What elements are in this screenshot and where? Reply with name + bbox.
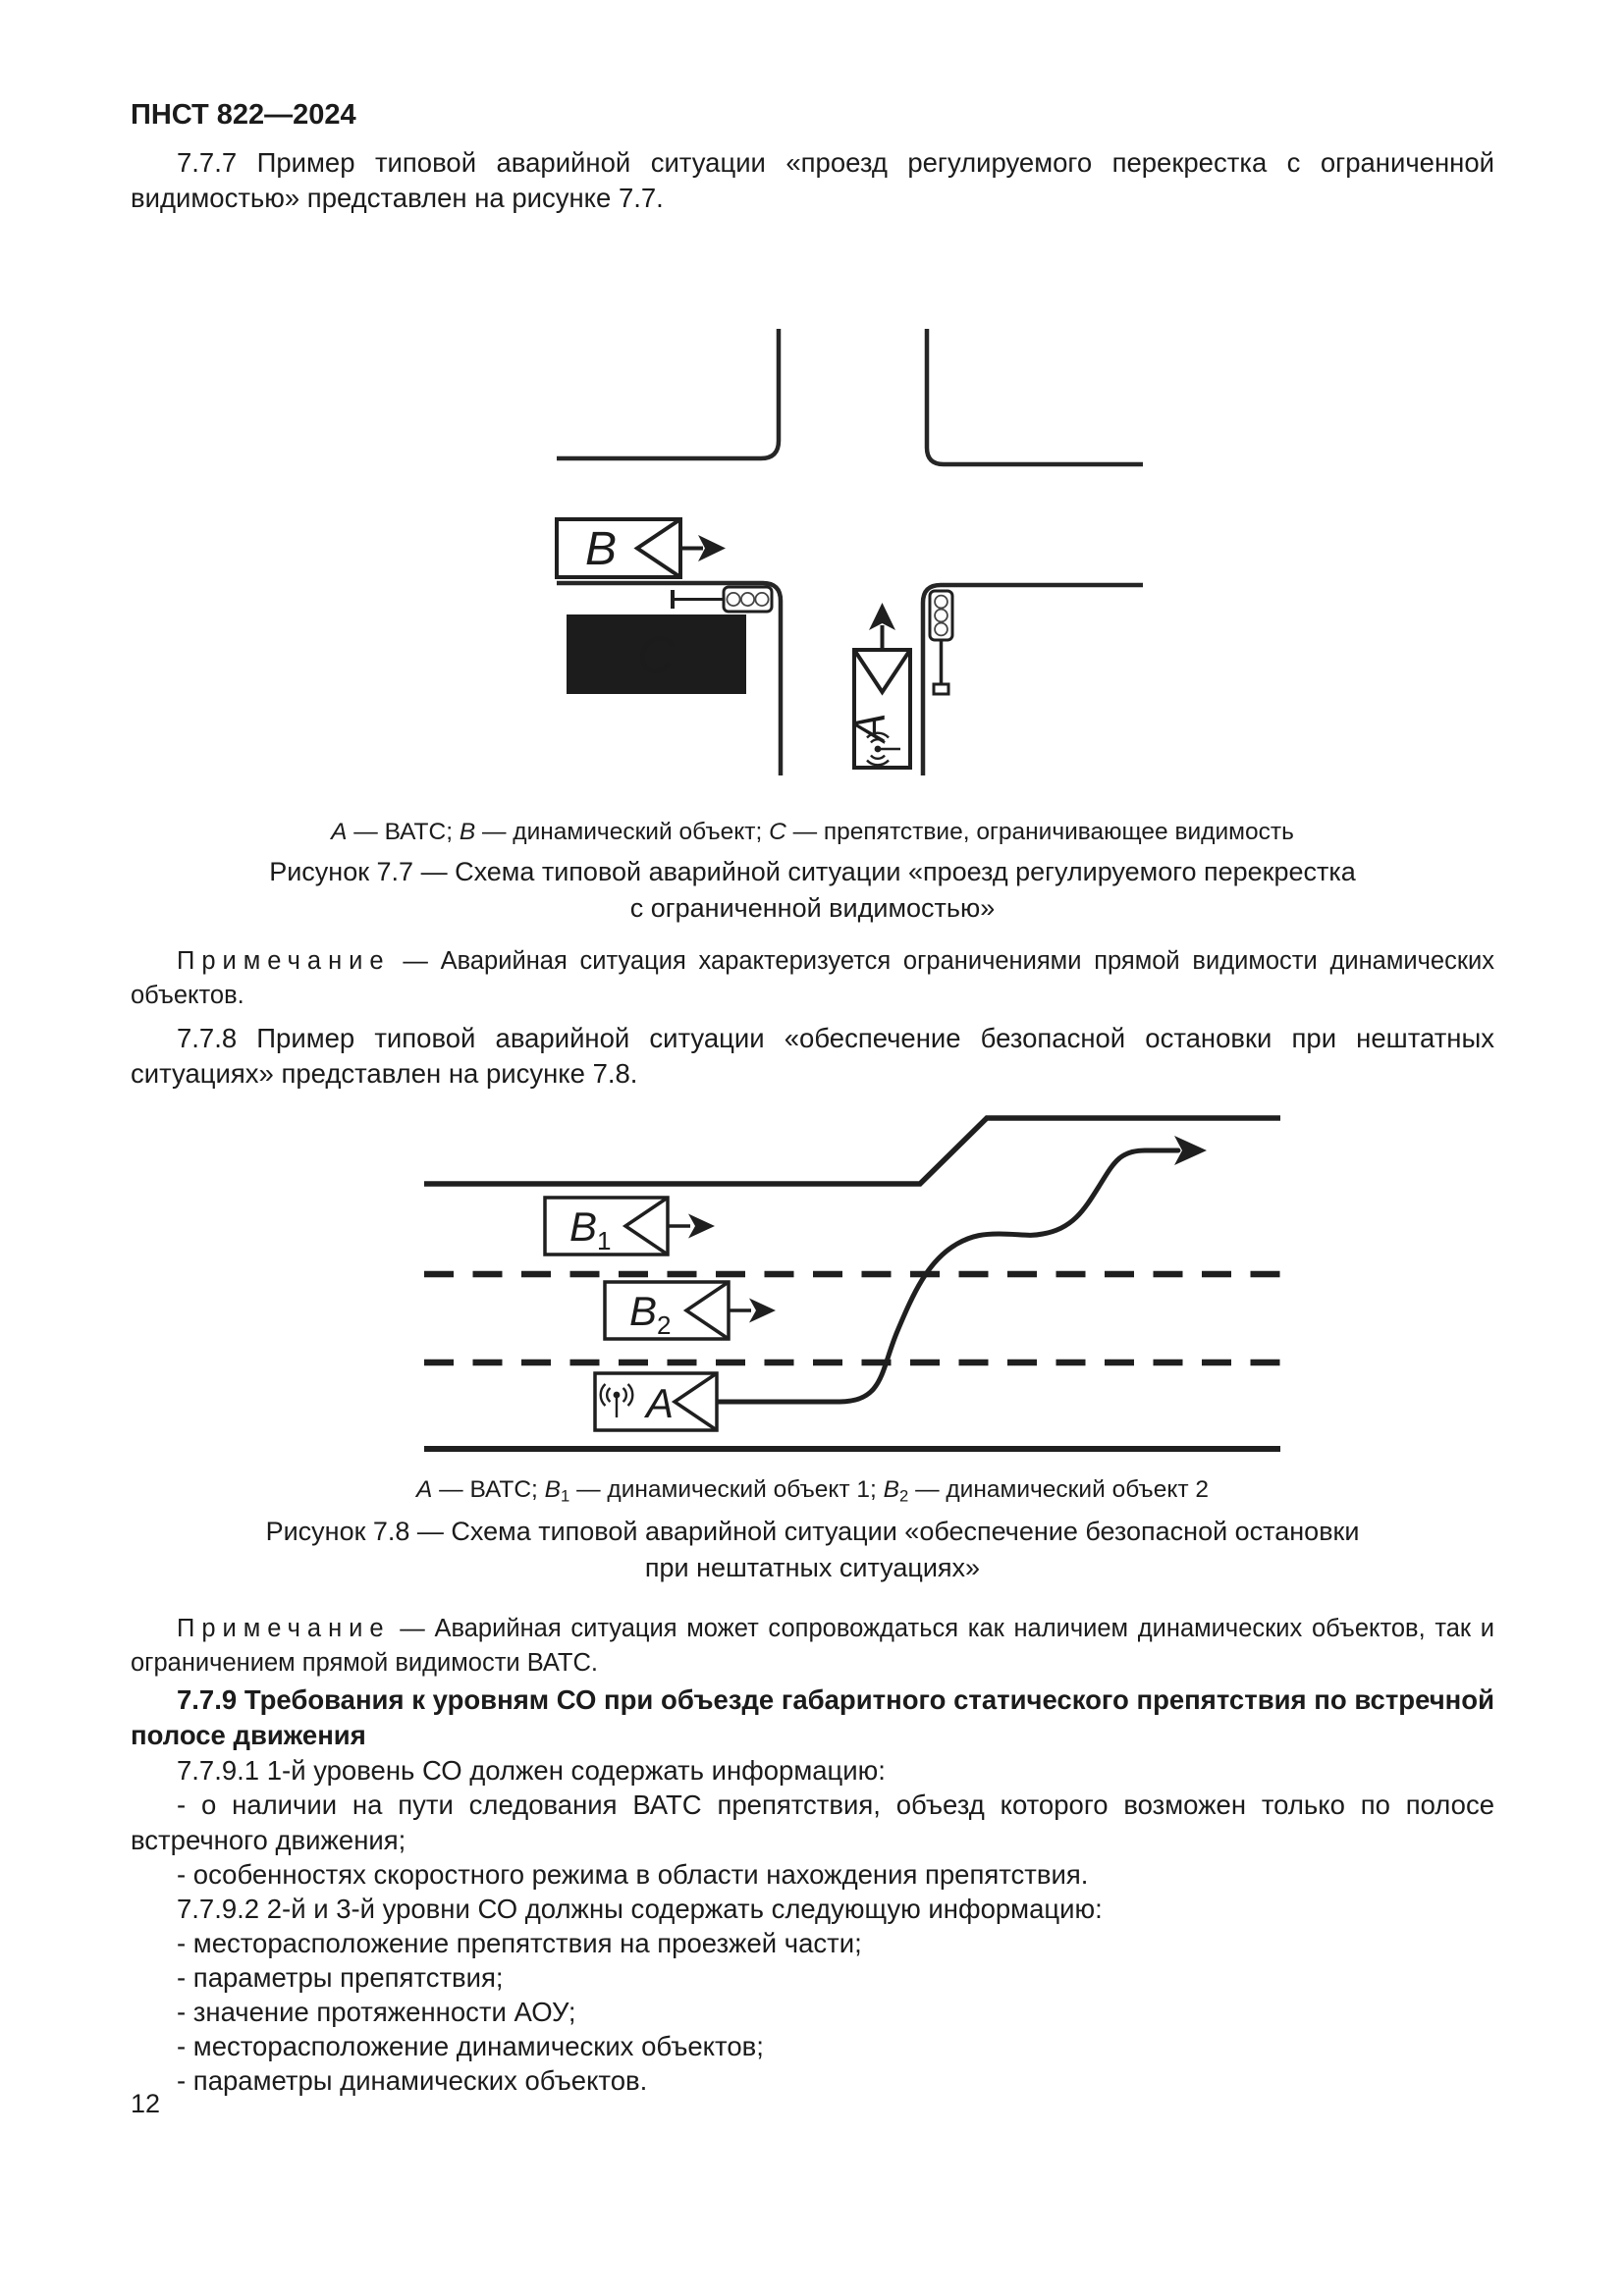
figure-7-7-caption-line2: с ограниченной видимостью» xyxy=(629,893,996,923)
vehicle-a-arrow-head xyxy=(869,603,895,630)
vehicle-a-fig78-label: А xyxy=(643,1380,674,1426)
vehicle-b-arrow-head xyxy=(698,535,726,561)
vehicle-b2-arrow-head xyxy=(749,1298,776,1323)
obstacle-c: С xyxy=(567,614,746,694)
list-item: - параметры препятствия; xyxy=(177,1962,504,1993)
list-item: - параметры динамических объектов. xyxy=(177,2065,648,2096)
list-item: - о наличии на пути следования ВАТС преп… xyxy=(131,1789,1494,1855)
vehicle-b-label: В xyxy=(585,523,617,575)
vehicle-b1-arrow-head xyxy=(688,1213,715,1239)
heading-7-7-9: 7.7.9 Требования к уровням СО при объезд… xyxy=(131,1684,1494,1750)
road-edge-lower-right xyxy=(920,582,1143,775)
paragraph-7-7-7: 7.7.7 Пример типовой аварийной ситуации … xyxy=(131,147,1494,213)
vehicle-b1-label: В1 xyxy=(569,1203,611,1255)
list-item: - месторасположение препятствия на проез… xyxy=(177,1928,862,1958)
traffic-light-south xyxy=(928,589,954,696)
figure-7-8-diagram: В1 В2 А xyxy=(424,1115,1280,1452)
road-boundary-top xyxy=(424,1115,1280,1187)
paragraph-7-7-9-1: 7.7.9.1 1-й уровень СО должен содержать … xyxy=(177,1755,886,1786)
vehicle-a-fig78-chevron xyxy=(671,1371,718,1432)
figure-7-7-caption-line1: Рисунок 7.7 — Схема типовой аварийной си… xyxy=(269,857,1356,886)
list-item: - месторасположение динамических объекто… xyxy=(177,2031,764,2061)
obstacle-c-label: С xyxy=(637,627,675,684)
figure-7-7-legend: А — ВАТС; В — динамический объект; С — п… xyxy=(331,819,1294,845)
vehicle-a-fig78: А xyxy=(593,1371,719,1432)
vehicle-b-chevron xyxy=(633,517,682,579)
road-edge-lower-left xyxy=(557,580,784,775)
vehicle-b2-chevron xyxy=(682,1280,730,1341)
vehicle-b1-chevron xyxy=(622,1196,669,1256)
vehicle-b1: В1 xyxy=(543,1196,715,1256)
road-edge-upper-left xyxy=(557,329,782,461)
note-1: Примечание — Аварийная ситуация характер… xyxy=(131,947,1494,1009)
vehicle-a-chevron xyxy=(852,648,912,696)
paragraph-7-7-8: 7.7.8 Пример типовой аварийной ситуации … xyxy=(131,1023,1494,1089)
road-edge-upper-right xyxy=(924,329,1143,467)
figure-7-8-legend: А — ВАТС; В1 — динамический объект 1; В2… xyxy=(415,1476,1210,1506)
paragraph-7-7-9-2: 7.7.9.2 2-й и 3-й уровни СО должны содер… xyxy=(177,1894,1103,1924)
note-2: Примечание — Аварийная ситуация может со… xyxy=(131,1615,1494,1677)
trajectory-path xyxy=(714,1148,1181,1405)
traffic-light-west xyxy=(671,585,774,614)
figure-7-8-caption-line1: Рисунок 7.8 — Схема типовой аварийной си… xyxy=(265,1517,1360,1546)
page-header: ПНСТ 822—2024 xyxy=(131,99,356,131)
trajectory-arrow-head xyxy=(1174,1136,1207,1165)
figure-7-7-diagram: В С А xyxy=(555,329,1143,775)
vehicle-b2-label: В2 xyxy=(629,1288,671,1340)
list-item: - особенностях скоростного режима в обла… xyxy=(177,1859,1089,1890)
vehicle-a-label: А xyxy=(846,713,894,744)
vehicle-a: А xyxy=(846,603,912,770)
page-number: 12 xyxy=(131,2089,161,2118)
vehicle-b: В xyxy=(555,517,726,579)
trajectory-arrow xyxy=(714,1136,1207,1405)
list-item: - значение протяженности АОУ; xyxy=(177,1997,576,2027)
vehicle-b2: В2 xyxy=(603,1280,776,1341)
figure-7-8-caption-line2: при нештатных ситуациях» xyxy=(644,1553,981,1582)
